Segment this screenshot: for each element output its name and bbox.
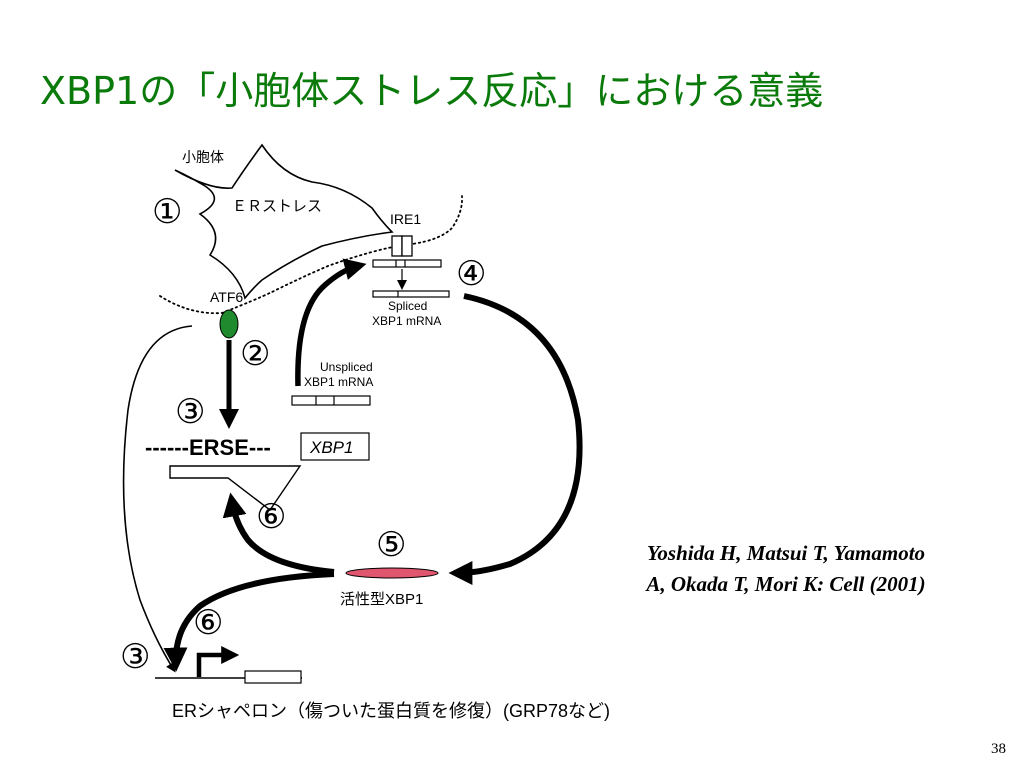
unspliced-mrna-bar — [291, 395, 371, 406]
erse-label: ------ERSE--- — [145, 435, 271, 460]
atf6-label: ATF6 — [210, 289, 243, 305]
step-3b-label: ③ — [120, 638, 150, 676]
active-xbp1-to-erse-arrow — [222, 492, 335, 575]
chaperone-gene-box — [244, 670, 302, 684]
ire1-receptor-right — [401, 235, 413, 257]
ire1-label: IRE1 — [390, 211, 421, 227]
xbp1-gene-label: XBP1 — [309, 438, 353, 457]
page-number: 38 — [991, 741, 1006, 757]
step-6a-label: ⑥ — [256, 498, 286, 536]
spliced-to-active-xbp1-arrow — [448, 293, 583, 585]
spliced-label-line1: Spliced — [388, 299, 427, 313]
active-xbp1-protein — [345, 567, 439, 579]
er-stress-label: ＥＲストレス — [232, 198, 322, 215]
active-xbp1-label: 活性型XBP1 — [340, 591, 423, 608]
spliced-label-line2: XBP1 mRNA — [372, 314, 441, 328]
spliced-mrna-bar — [372, 290, 450, 298]
step-5-label: ⑤ — [376, 526, 406, 564]
step-3a-label: ③ — [175, 393, 205, 431]
ire1-receptor-left — [391, 235, 403, 257]
er-label: 小胞体 — [182, 149, 224, 165]
atf6-protein — [219, 309, 239, 339]
slide-title: XBP1の「小胞体ストレス反応」における意義 — [40, 69, 824, 113]
erse-promoter-arrow — [169, 465, 302, 512]
citation-line-1: Yoshida H, Matsui T, Yamamoto — [646, 541, 926, 565]
citation-line-2: A, Okada T, Mori K: Cell (2001) — [646, 572, 926, 596]
unspliced-to-ire1-arrow — [295, 258, 367, 387]
xbp1-gene-box — [300, 432, 370, 461]
unspliced-label-line2: XBP1 mRNA — [304, 375, 373, 389]
citation: Yoshida H, Matsui T, Yamamoto A, Okada T… — [580, 538, 992, 600]
active-xbp1-to-chaperone-arrow — [163, 571, 335, 672]
step-1-label: ① — [152, 193, 182, 231]
er-lumen-shape — [174, 143, 394, 300]
chaperone-label: ERシャペロン（傷ついた蛋白質を修復）(GRP78など) — [172, 701, 610, 721]
step-4-label: ④ — [456, 255, 486, 293]
ire1-mrna-bar — [372, 259, 442, 268]
step-2-label: ② — [240, 335, 270, 373]
atf6-to-chaperone-curve — [122, 325, 193, 673]
step-6b-label: ⑥ — [193, 604, 223, 642]
unspliced-label-line1: Unspliced — [320, 360, 373, 374]
transcription-start-arrow — [196, 646, 240, 677]
